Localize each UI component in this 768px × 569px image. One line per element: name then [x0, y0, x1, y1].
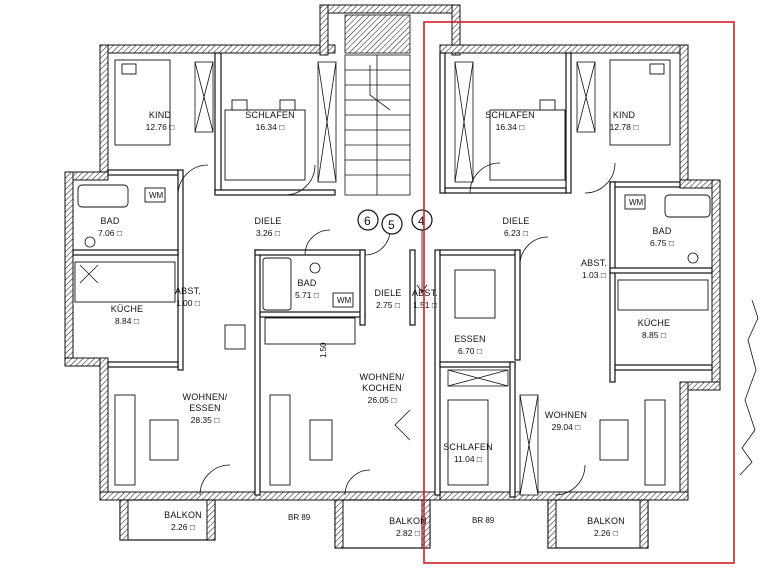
room-name: DIELE — [254, 216, 281, 226]
room-area: 26.05 □ — [368, 395, 397, 405]
room-area: 1.03 □ — [582, 270, 606, 280]
room-name: BALKON — [587, 516, 625, 526]
room-name: DIELE — [374, 288, 401, 298]
room-diele-mid: DIELE 2.75 □ — [374, 288, 401, 310]
room-name: BAD — [652, 226, 671, 236]
room-area: 2.26 □ — [171, 522, 195, 532]
room-schlafen-right: SCHLAFEN 16.34 □ — [485, 110, 535, 132]
room-area: 12.76 □ — [146, 122, 175, 132]
highlight-box — [423, 21, 735, 564]
room-area: 6.75 □ — [650, 238, 674, 248]
apartment-numbers: 6 5 4 — [357, 209, 433, 293]
room-wohnen-kochen-mid: WOHNEN/KOCHEN 26.05 □ — [360, 372, 405, 405]
apartment-number: 6 — [364, 214, 371, 228]
wm-label: WM — [629, 198, 644, 207]
room-name: ABST. — [412, 288, 438, 298]
room-kind-right: KIND 12.78 □ — [610, 110, 639, 132]
room-diele-left: DIELE 3.26 □ — [254, 216, 281, 238]
room-wohnen-right: WOHNEN 29.04 □ — [545, 410, 587, 432]
room-name: KIND — [149, 110, 172, 120]
room-diele-right: DIELE 6.23 □ — [502, 216, 529, 238]
apartment-number: 4 — [418, 214, 425, 228]
room-name: SCHLAFEN — [443, 442, 493, 452]
room-abst-left: ABST. 1.00 □ — [175, 286, 201, 308]
room-bad-right: BAD 6.75 □ — [650, 226, 674, 248]
outer-walls — [64, 4, 721, 501]
room-abst-right: ABST. 1.03 □ — [581, 258, 607, 280]
room-area: 5.71 □ — [295, 290, 319, 300]
room-labels: KIND 12.76 □ SCHLAFEN 16.34 □ BAD 7.06 □ DIELE… — [98, 110, 674, 538]
room-area: 16.34 □ — [256, 122, 285, 132]
wm-label: WM — [337, 296, 352, 305]
room-name: WOHNEN — [545, 410, 587, 420]
dimension-label: 1.50 — [319, 342, 328, 358]
wm-tags: WM WM WM — [144, 187, 646, 308]
room-area: 8.85 □ — [642, 330, 666, 340]
room-name: KIND — [613, 110, 636, 120]
room-area: 2.82 □ — [396, 528, 420, 538]
apartment-number: 5 — [388, 218, 395, 232]
room-name: SCHLAFEN — [245, 110, 295, 120]
room-area: 1.51 □ — [413, 300, 437, 310]
room-area: 2.75 □ — [376, 300, 400, 310]
room-esse-right: ESSEN 6.70 □ — [454, 334, 486, 356]
room-area: 6.23 □ — [504, 228, 528, 238]
room-name: ABST. — [175, 286, 201, 296]
interior-walls — [72, 52, 713, 498]
room-area: 7.06 □ — [98, 228, 122, 238]
dimension-label: BR 89 — [288, 513, 311, 522]
room-name: WOHNEN/ — [183, 392, 228, 402]
room-name: KÜCHE — [638, 318, 671, 328]
wm-label: WM — [149, 191, 164, 200]
room-area: 29.04 □ — [552, 422, 581, 432]
room-area: 28.35 □ — [191, 415, 220, 425]
room-balkon-mid: BALKON 2.82 □ — [389, 516, 427, 538]
room-area: 12.78 □ — [610, 122, 639, 132]
room-schlafen-left: SCHLAFEN 16.34 □ — [245, 110, 295, 132]
room-wohnen-essen-left: WOHNEN/ESSEN 28.35 □ — [183, 392, 228, 425]
room-name: ESSEN — [189, 403, 221, 413]
windows — [194, 61, 596, 496]
room-balkon-right: BALKON 2.26 □ — [587, 516, 625, 538]
room-bad-left: BAD 7.06 □ — [98, 216, 122, 238]
room-area: 11.04 □ — [454, 454, 482, 464]
room-area: 3.26 □ — [256, 228, 280, 238]
furniture — [74, 59, 711, 486]
room-area: 8.84 □ — [115, 316, 139, 326]
room-name: BALKON — [164, 510, 202, 520]
room-abst-mid: ABST. 1.51 □ — [412, 288, 438, 310]
room-area: 1.00 □ — [176, 298, 200, 308]
room-name: ESSEN — [454, 334, 486, 344]
room-name: BALKON — [389, 516, 427, 526]
room-name: KÜCHE — [111, 304, 144, 314]
room-name: KOCHEN — [362, 383, 402, 393]
room-balkon-left: BALKON 2.26 □ — [164, 510, 202, 532]
room-name: BAD — [100, 216, 119, 226]
room-kind-left: KIND 12.76 □ — [146, 110, 175, 132]
room-name: SCHLAFEN — [485, 110, 535, 120]
room-name: WOHNEN/ — [360, 372, 405, 382]
room-name: DIELE — [502, 216, 529, 226]
room-area: 16.34 □ — [496, 122, 525, 132]
staircase — [344, 14, 411, 196]
room-kueche-right: KÜCHE 8.85 □ — [638, 318, 671, 340]
margin-scribble — [739, 299, 759, 476]
room-schlafen-lower-right: SCHLAFEN 11.04 □ — [443, 442, 493, 464]
room-area: 6.70 □ — [458, 346, 482, 356]
room-kueche-left: KÜCHE 8.84 □ — [111, 304, 144, 326]
room-area: 2.26 □ — [594, 528, 618, 538]
room-name: ABST. — [581, 258, 607, 268]
balconies — [119, 499, 649, 549]
dimension-label: BR 89 — [472, 516, 495, 525]
room-name: BAD — [297, 278, 316, 288]
room-bad-mid: BAD 5.71 □ — [295, 278, 319, 300]
